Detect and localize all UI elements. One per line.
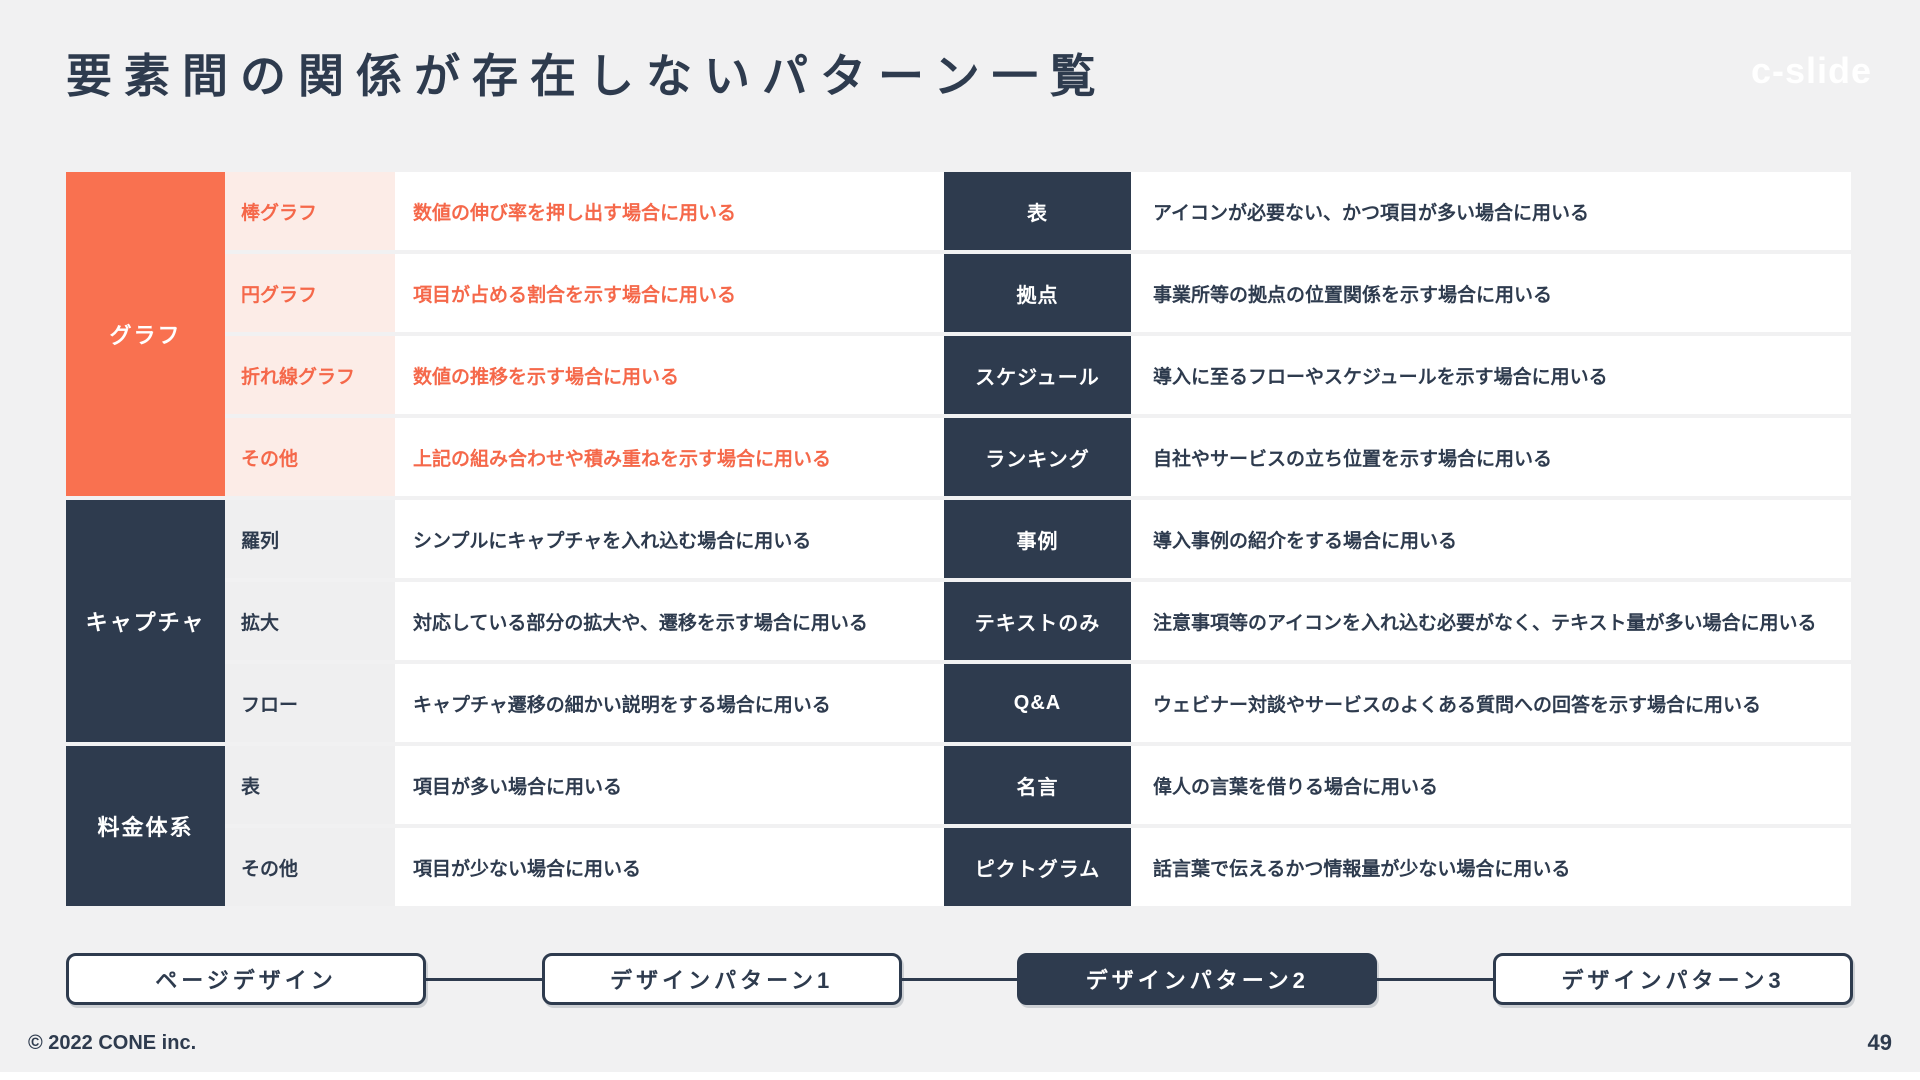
right-description-cell: 自社やサービスの立ち位置を示す場合に用いる xyxy=(1131,418,1851,496)
right-description-cell: 導入に至るフローやスケジュールを示す場合に用いる xyxy=(1131,336,1851,414)
right-description-cell: 導入事例の紹介をする場合に用いる xyxy=(1131,500,1851,578)
right-description-cell: 偉人の言葉を借りる場合に用いる xyxy=(1131,746,1851,824)
nav-button-1[interactable]: ページデザイン xyxy=(66,953,426,1005)
nav-connector-line xyxy=(426,977,542,981)
page-number: 49 xyxy=(1867,1030,1892,1055)
description-cell: 数値の推移を示す場合に用いる xyxy=(395,336,944,414)
nav-button-4[interactable]: デザインパターン3 xyxy=(1493,953,1854,1005)
right-description-cell: ウェビナー対談やサービスのよくある質問への回答を示す場合に用いる xyxy=(1131,664,1851,742)
description-cell: 項目が少ない場合に用いる xyxy=(395,828,944,906)
description-cell: 数値の伸び率を押し出す場合に用いる xyxy=(395,172,944,250)
nav-connector-line xyxy=(901,977,1018,981)
bottom-strip xyxy=(0,1072,1920,1080)
copyright: © 2022 CONE inc. xyxy=(28,1032,197,1054)
sublabel-cell: 折れ線グラフ xyxy=(225,336,395,414)
right-label-cell: テキストのみ xyxy=(944,582,1131,660)
right-label-cell: 名言 xyxy=(944,746,1131,824)
right-label-cell: 事例 xyxy=(944,500,1131,578)
sublabel-cell: その他 xyxy=(225,828,395,906)
right-description-cell: 事業所等の拠点の位置関係を示す場合に用いる xyxy=(1131,254,1851,332)
sublabel-cell: 円グラフ xyxy=(225,254,395,332)
nav-button-2[interactable]: デザインパターン1 xyxy=(541,953,902,1005)
pattern-nav: ページデザイン デザインパターン1 デザインパターン2 デザインパターン3 xyxy=(66,953,1854,1005)
page-title: 要素間の関係が存在しないパターン一覧 xyxy=(66,50,1108,102)
description-cell: シンプルにキャプチャを入れ込む場合に用いる xyxy=(395,500,944,578)
description-cell: キャプチャ遷移の細かい説明をする場合に用いる xyxy=(395,664,944,742)
brand-logo: c-slide xyxy=(1750,50,1872,91)
right-label-cell: ピクトグラム xyxy=(944,828,1131,906)
right-description-cell: アイコンが必要ない、かつ項目が多い場合に用いる xyxy=(1131,172,1851,250)
category-cell: グラフ xyxy=(66,172,225,496)
description-cell: 項目が多い場合に用いる xyxy=(395,746,944,824)
right-label-cell: 拠点 xyxy=(944,254,1131,332)
sublabel-cell: 棒グラフ xyxy=(225,172,395,250)
nav-connector-line xyxy=(1377,977,1494,981)
right-label-cell: ランキング xyxy=(944,418,1131,496)
sublabel-cell: その他 xyxy=(225,418,395,496)
sublabel-cell: 羅列 xyxy=(225,500,395,578)
description-cell: 対応している部分の拡大や、遷移を示す場合に用いる xyxy=(395,582,944,660)
right-label-cell: Q&A xyxy=(944,664,1131,742)
sublabel-cell: 表 xyxy=(225,746,395,824)
description-cell: 項目が占める割合を示す場合に用いる xyxy=(395,254,944,332)
right-description-cell: 注意事項等のアイコンを入れ込む必要がなく、テキスト量が多い場合に用いる xyxy=(1131,582,1851,660)
right-description-cell: 話言葉で伝えるかつ情報量が少ない場合に用いる xyxy=(1131,828,1851,906)
sublabel-cell: フロー xyxy=(225,664,395,742)
right-label-cell: 表 xyxy=(944,172,1131,250)
category-cell: 料金体系 xyxy=(66,746,225,906)
description-cell: 上記の組み合わせや積み重ねを示す場合に用いる xyxy=(395,418,944,496)
sublabel-cell: 拡大 xyxy=(225,582,395,660)
category-cell: キャプチャ xyxy=(66,500,225,742)
right-label-cell: スケジュール xyxy=(944,336,1131,414)
patterns-table: グラフ棒グラフ数値の伸び率を押し出す場合に用いる円グラフ項目が占める割合を示す場… xyxy=(66,172,1851,906)
nav-button-3[interactable]: デザインパターン2 xyxy=(1017,953,1378,1005)
